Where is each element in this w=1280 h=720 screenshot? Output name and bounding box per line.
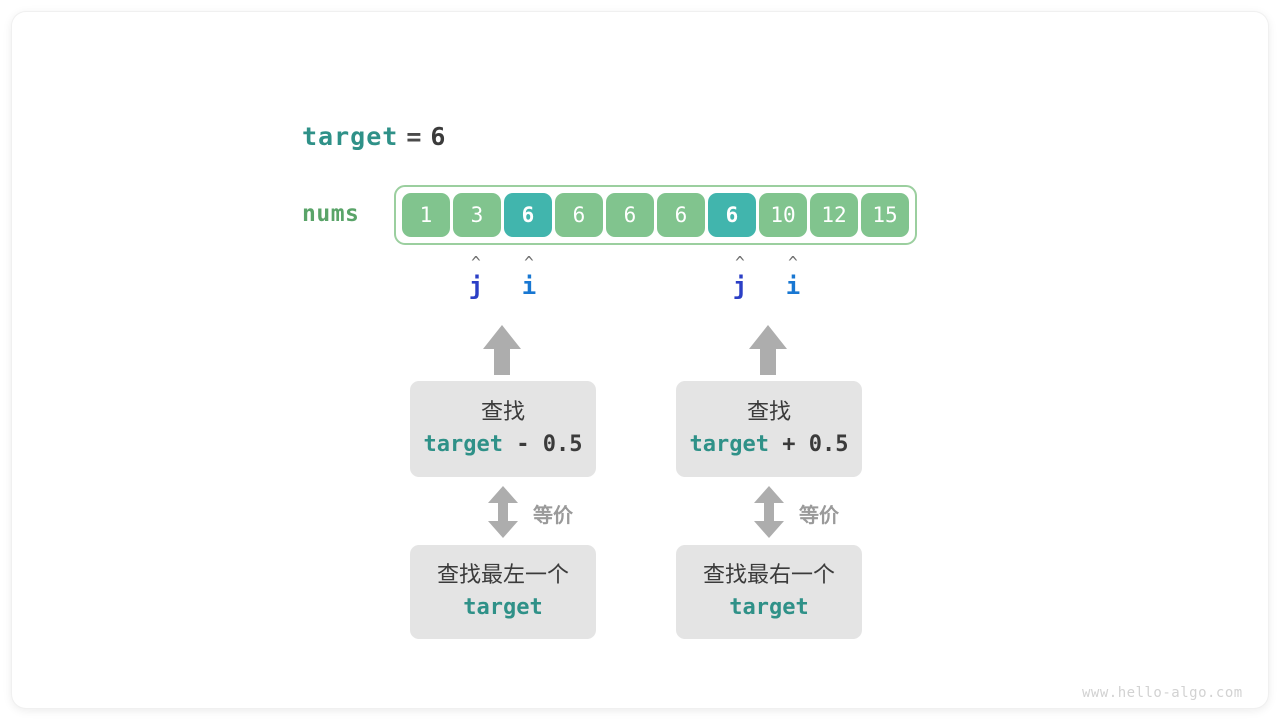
arrow-head-down — [488, 521, 518, 538]
array-cell: 15 — [861, 193, 909, 237]
arrow-head — [483, 325, 521, 349]
target-value: 6 — [430, 122, 447, 151]
double-arrow-icon-left — [488, 486, 518, 538]
array-cell: 6 — [657, 193, 705, 237]
bottom-box-left: 查找最左一个 target — [410, 545, 596, 639]
equivalence-label-right: 等价 — [799, 503, 839, 527]
caret-icon: ^ — [471, 253, 481, 272]
box-line-1: 查找最左一个 — [436, 563, 569, 588]
arrow-head-down — [754, 521, 784, 538]
box-operator: - 0.5 — [503, 432, 583, 457]
array-cell: 1 — [402, 193, 450, 237]
box-line-2: target — [729, 592, 808, 624]
pointer-j-right: ^ j — [725, 255, 755, 301]
target-keyword: target — [729, 595, 809, 620]
pointer-label: i — [785, 272, 801, 300]
target-declaration: target=6 — [302, 122, 446, 151]
pointer-label: j — [732, 272, 748, 300]
arrow-tail — [494, 348, 510, 375]
caret-icon: ^ — [735, 253, 745, 272]
pointer-label: j — [468, 272, 484, 300]
array-cell: 6 — [504, 193, 552, 237]
arrow-head-up — [754, 486, 784, 503]
box-line-2: target - 0.5 — [424, 429, 583, 461]
array-label: nums — [302, 201, 360, 227]
equivalence-label-left: 等价 — [533, 503, 573, 527]
caret-icon: ^ — [788, 253, 798, 272]
box-line-2: target — [463, 592, 542, 624]
arrow-tail — [760, 348, 776, 375]
arrow-head-up — [488, 486, 518, 503]
up-arrow-icon-right — [749, 325, 787, 375]
double-arrow-icon-right — [754, 486, 784, 538]
caret-icon: ^ — [524, 253, 534, 272]
top-box-right: 查找 target + 0.5 — [676, 381, 862, 477]
arrow-bar — [498, 502, 508, 523]
array-cell: 6 — [555, 193, 603, 237]
pointer-i-left: ^ i — [514, 255, 544, 301]
arrow-head — [749, 325, 787, 349]
box-line-1: 查找 — [480, 400, 525, 425]
target-keyword: target — [689, 432, 769, 457]
target-keyword: target — [302, 122, 399, 151]
watermark: www.hello-algo.com — [1082, 685, 1243, 701]
top-box-left: 查找 target - 0.5 — [410, 381, 596, 477]
equals-sign: = — [406, 122, 423, 151]
bottom-box-right: 查找最右一个 target — [676, 545, 862, 639]
pointer-label: i — [521, 272, 537, 300]
pointer-j-left: ^ j — [461, 255, 491, 301]
target-keyword: target — [423, 432, 503, 457]
array-cell: 6 — [708, 193, 756, 237]
box-operator: + 0.5 — [769, 432, 849, 457]
pointer-i-right: ^ i — [778, 255, 808, 301]
array-cell: 10 — [759, 193, 807, 237]
target-keyword: target — [463, 595, 543, 620]
array-cell: 3 — [453, 193, 501, 237]
arrow-bar — [764, 502, 774, 523]
box-line-1: 查找 — [746, 400, 791, 425]
box-line-1: 查找最右一个 — [702, 563, 835, 588]
box-line-2: target + 0.5 — [690, 429, 849, 461]
array-cell: 6 — [606, 193, 654, 237]
up-arrow-icon-left — [483, 325, 521, 375]
array-cell: 12 — [810, 193, 858, 237]
